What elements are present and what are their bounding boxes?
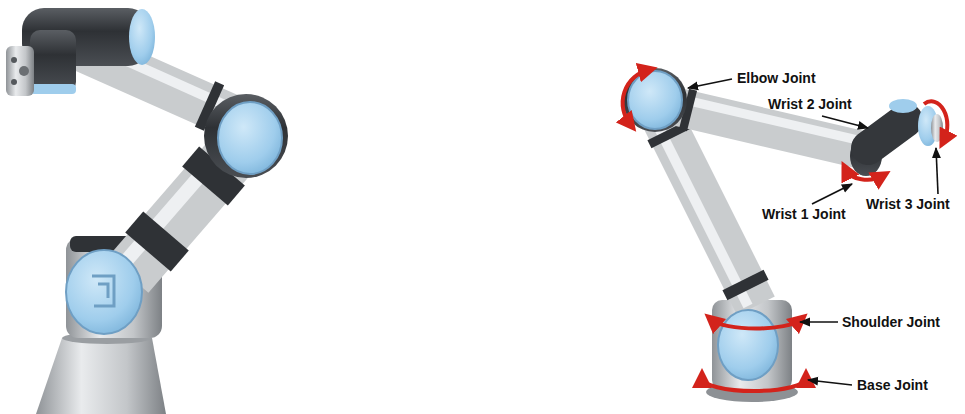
- joint-cap: [129, 9, 155, 65]
- joint-label: Wrist 1 Joint: [762, 206, 846, 222]
- joint-cap: [218, 102, 282, 174]
- leader-arrow: [812, 184, 852, 204]
- leader-arrow: [688, 79, 732, 88]
- robot-right: [623, 68, 943, 402]
- rotation-arrow: [702, 378, 806, 391]
- lower-arm: [662, 118, 756, 306]
- joint-cap: [30, 84, 76, 94]
- shoulder-housing: [712, 300, 792, 390]
- rotation-arrow: [712, 320, 800, 329]
- joint-label: Base Joint: [857, 377, 928, 393]
- leader-arrow: [800, 321, 838, 323]
- joint-ring: [205, 166, 222, 186]
- robot-left: [6, 8, 288, 414]
- joint-ring: [743, 280, 748, 290]
- joint-ring: [205, 104, 214, 108]
- rotation-arrow: [924, 101, 947, 140]
- elbow-housing: [204, 94, 288, 178]
- joint-label: Shoulder Joint: [842, 314, 940, 330]
- joint-label: Wrist 3 Joint: [866, 196, 950, 212]
- joint-label: Wrist 2 Joint: [768, 96, 852, 112]
- rotation-arrow: [623, 70, 648, 124]
- bolt-hole: [19, 66, 29, 76]
- joint-ring: [668, 130, 672, 138]
- wrist-housing: [868, 120, 906, 148]
- joint-cap: [718, 310, 778, 380]
- tool-flange: [931, 114, 943, 142]
- tool-flange: [6, 46, 34, 96]
- rotation-arrows: [623, 70, 948, 391]
- wrist-housing: [30, 30, 76, 92]
- arm-highlight: [654, 118, 748, 306]
- pedestal: [36, 338, 166, 414]
- leader-arrow: [808, 380, 852, 385]
- bolt-hole: [11, 57, 17, 63]
- leader-arrow: [822, 116, 868, 128]
- rotation-arrow: [846, 170, 882, 180]
- elbow-housing: [623, 68, 687, 132]
- logo: [92, 276, 114, 306]
- joint-ring: [148, 231, 166, 252]
- joint-cap: [889, 99, 917, 113]
- joint-cap: [628, 71, 682, 129]
- leader-arrow: [936, 148, 938, 194]
- leader-lines: [688, 79, 938, 385]
- joint-label: Elbow Joint: [737, 70, 816, 86]
- joint-cap: [66, 250, 142, 334]
- bolt-hole: [11, 79, 17, 85]
